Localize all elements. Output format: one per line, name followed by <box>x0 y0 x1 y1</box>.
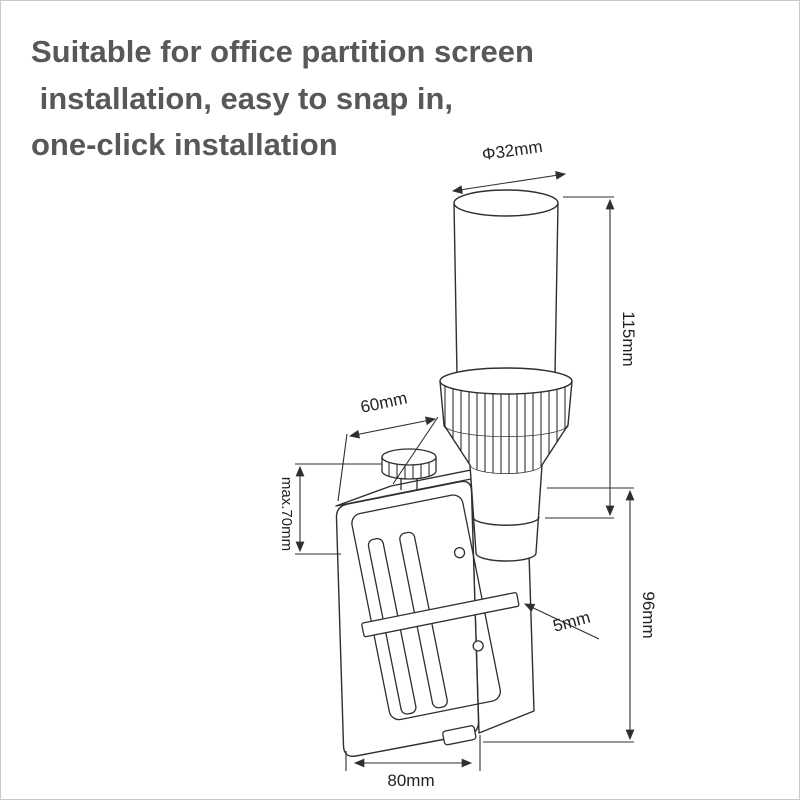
dim-line-diameter <box>451 171 567 194</box>
dim-line-top-depth <box>348 416 437 439</box>
dim-label-top-depth: 60mm <box>359 388 409 416</box>
title-line-1: Suitable for office partition screen <box>31 34 534 69</box>
ext-lines-pole-height <box>545 196 614 519</box>
knurled-ring-top <box>439 367 573 395</box>
bottom-foot-tab <box>442 725 477 746</box>
dim-label-opening: max.70mm <box>278 477 295 551</box>
thumbscrew-knob <box>381 448 437 490</box>
ext-lines-opening <box>295 463 382 555</box>
ext-lines-body-height <box>483 487 634 743</box>
title-line-3: one-click installation <box>31 127 338 162</box>
dim-label-plate: 5mm <box>551 608 592 636</box>
dim-label-body-height: 96mm <box>639 591 658 638</box>
ext-lines-width <box>345 735 481 771</box>
dim-label-pole-height: 115mm <box>619 311 638 366</box>
title-line-2: installation, easy to snap in, <box>31 80 454 116</box>
pole-assembly <box>439 189 573 562</box>
dimension-annotations <box>295 171 635 771</box>
pole-sides <box>453 202 559 376</box>
cone-edges <box>443 424 569 475</box>
collar-edges <box>469 464 543 562</box>
knob-top <box>381 448 437 466</box>
page-title: Suitable for office partition screen ins… <box>31 29 534 169</box>
jaw-inner-outline <box>351 494 501 721</box>
screw-hole-bottom <box>472 640 484 652</box>
leader-line-plate <box>524 603 600 640</box>
dim-label-diameter: Φ32mm <box>481 137 544 164</box>
pole-top <box>453 189 559 217</box>
clamp-plate-bar <box>361 592 520 638</box>
dim-label-width: 80mm <box>387 771 434 790</box>
screw-hole-top <box>453 547 466 559</box>
